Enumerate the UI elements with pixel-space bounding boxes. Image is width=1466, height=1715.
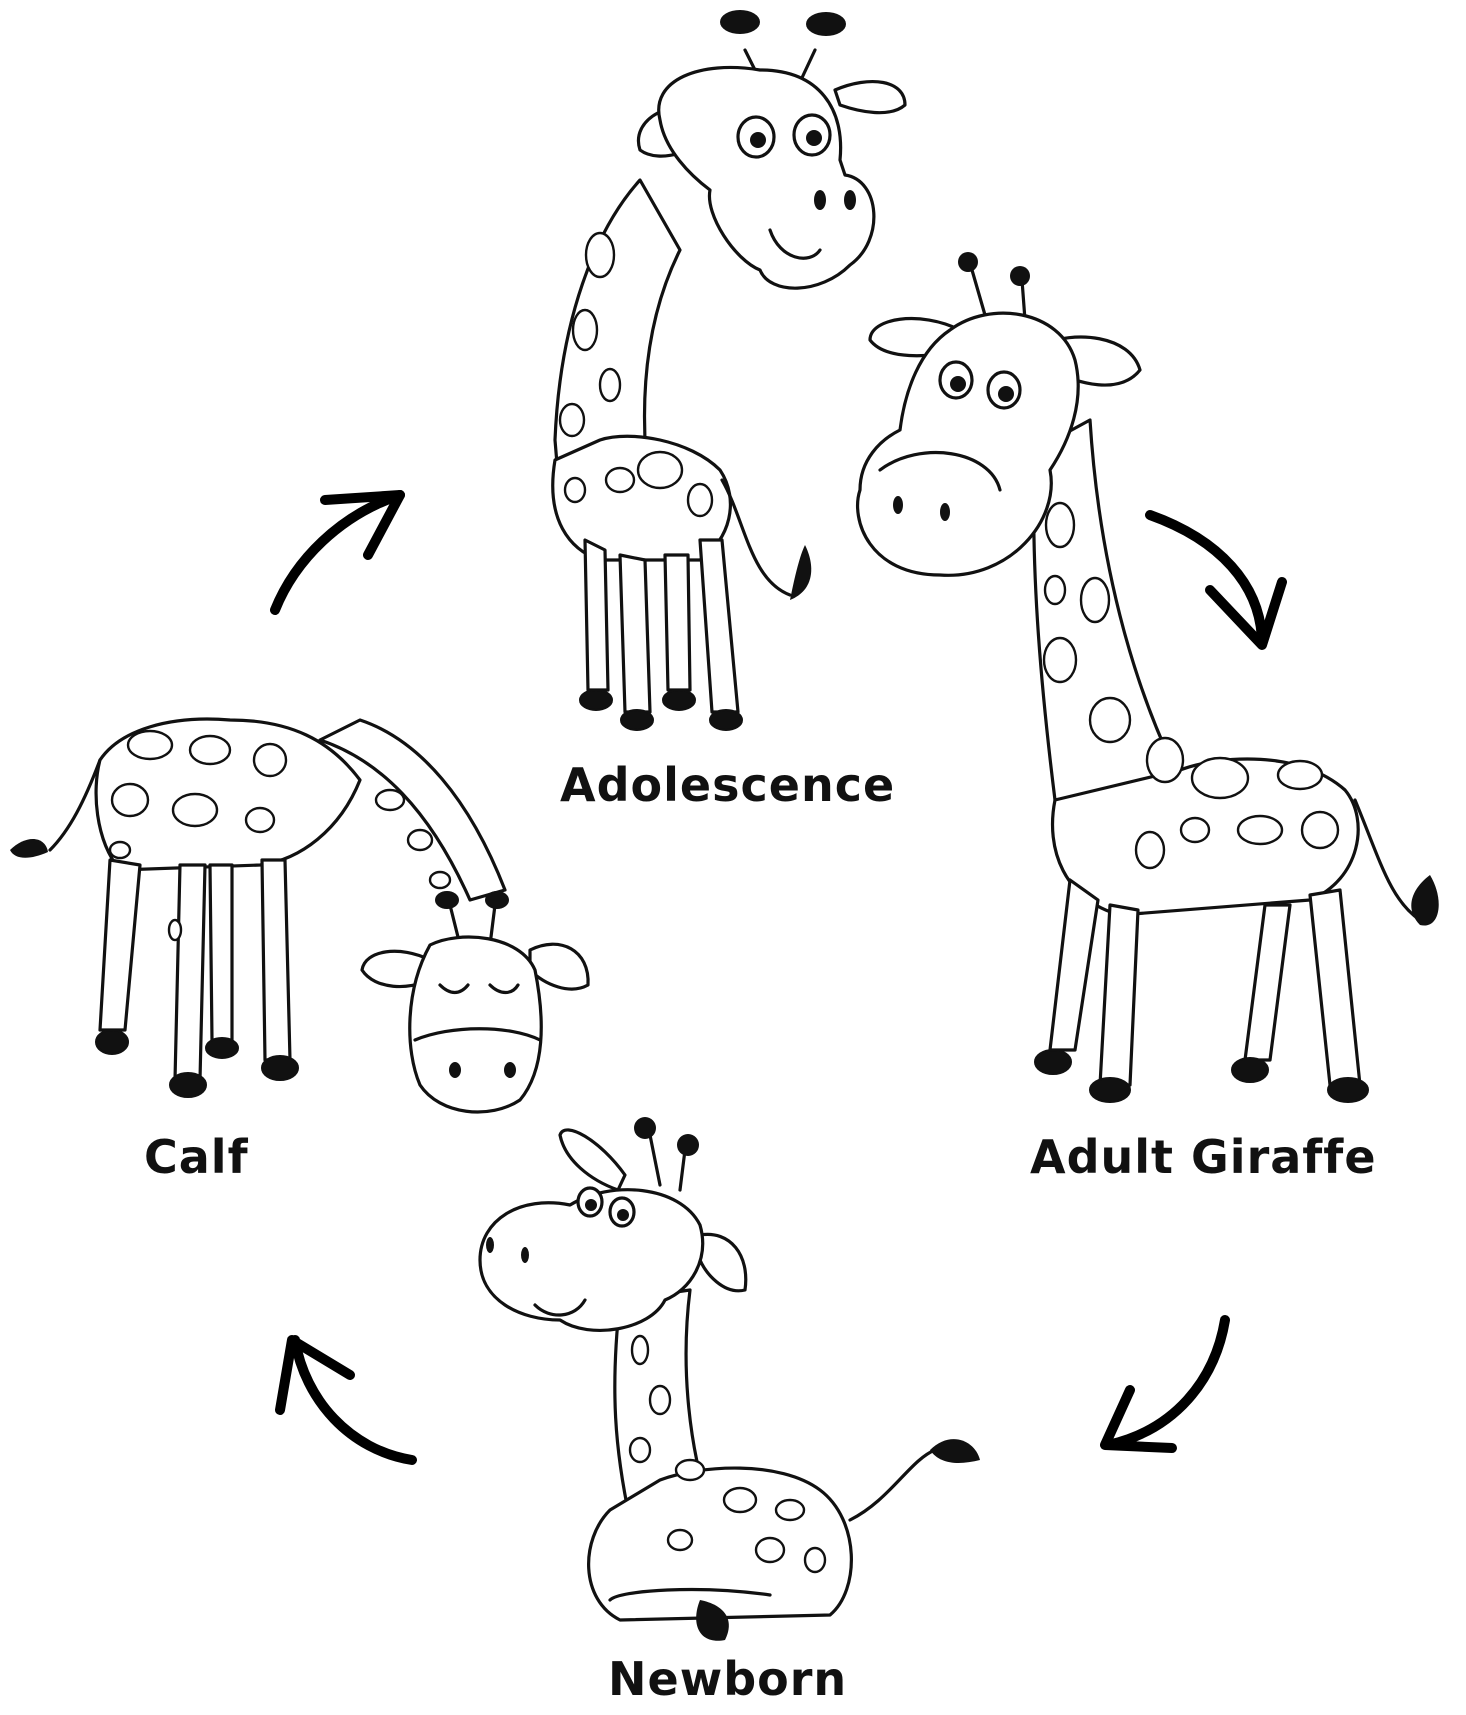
arrow-calf-to-adolescence bbox=[275, 495, 400, 610]
stage-label-adult-giraffe: Adult Giraffe bbox=[1030, 1130, 1377, 1184]
newborn-giraffe-illustration bbox=[480, 1117, 980, 1641]
arrow-adult-to-newborn bbox=[1105, 1320, 1225, 1448]
adult-giraffe-illustration bbox=[858, 252, 1439, 1102]
arrow-adolescence-to-adult bbox=[1150, 515, 1282, 645]
stage-label-newborn: Newborn bbox=[608, 1652, 847, 1706]
stage-label-calf: Calf bbox=[144, 1130, 249, 1184]
calf-giraffe-illustration bbox=[10, 719, 588, 1112]
arrow-newborn-to-calf bbox=[280, 1340, 412, 1460]
stage-label-adolescence: Adolescence bbox=[560, 758, 895, 812]
adolescence-giraffe-illustration bbox=[553, 10, 905, 730]
